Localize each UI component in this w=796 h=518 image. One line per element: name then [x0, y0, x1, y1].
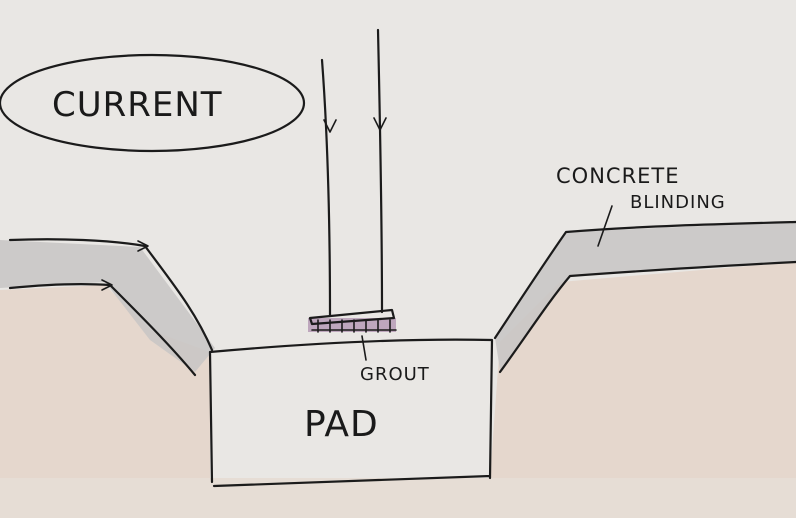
column-left-arrow: [323, 119, 337, 133]
blinding-left-slope-top: [143, 244, 214, 352]
grout-texture: [311, 319, 397, 333]
blinding-leader-line: [597, 205, 613, 247]
blinding-left-top-line: [8, 238, 147, 248]
title-label: CURRENT: [52, 85, 223, 125]
blinding-left-slope-bottom: [108, 283, 197, 377]
blinding-left-bottom-line: [8, 282, 112, 290]
blinding-right: [495, 222, 796, 370]
base-plate: [308, 308, 396, 326]
blinding-left-top-arrow: [137, 240, 149, 252]
column-right-edge: [376, 28, 384, 314]
grout-label: GROUT: [360, 364, 430, 385]
soil-bottom: [0, 478, 796, 518]
grout-leader-line: [361, 335, 367, 361]
column-right-arrow: [373, 117, 387, 131]
blinding-left-bottom-arrow: [101, 279, 113, 291]
pad-label: PAD: [304, 404, 379, 445]
blinding-label: BLINDING: [630, 192, 726, 213]
title-ellipse: [0, 53, 306, 153]
blinding-right-top-line: [493, 220, 796, 340]
column-left-edge: [320, 58, 332, 318]
pad-outline: [208, 338, 494, 488]
blinding-right-bottom-line: [498, 260, 796, 374]
concrete-label: CONCRETE: [556, 164, 680, 188]
soil-right: [490, 262, 796, 478]
